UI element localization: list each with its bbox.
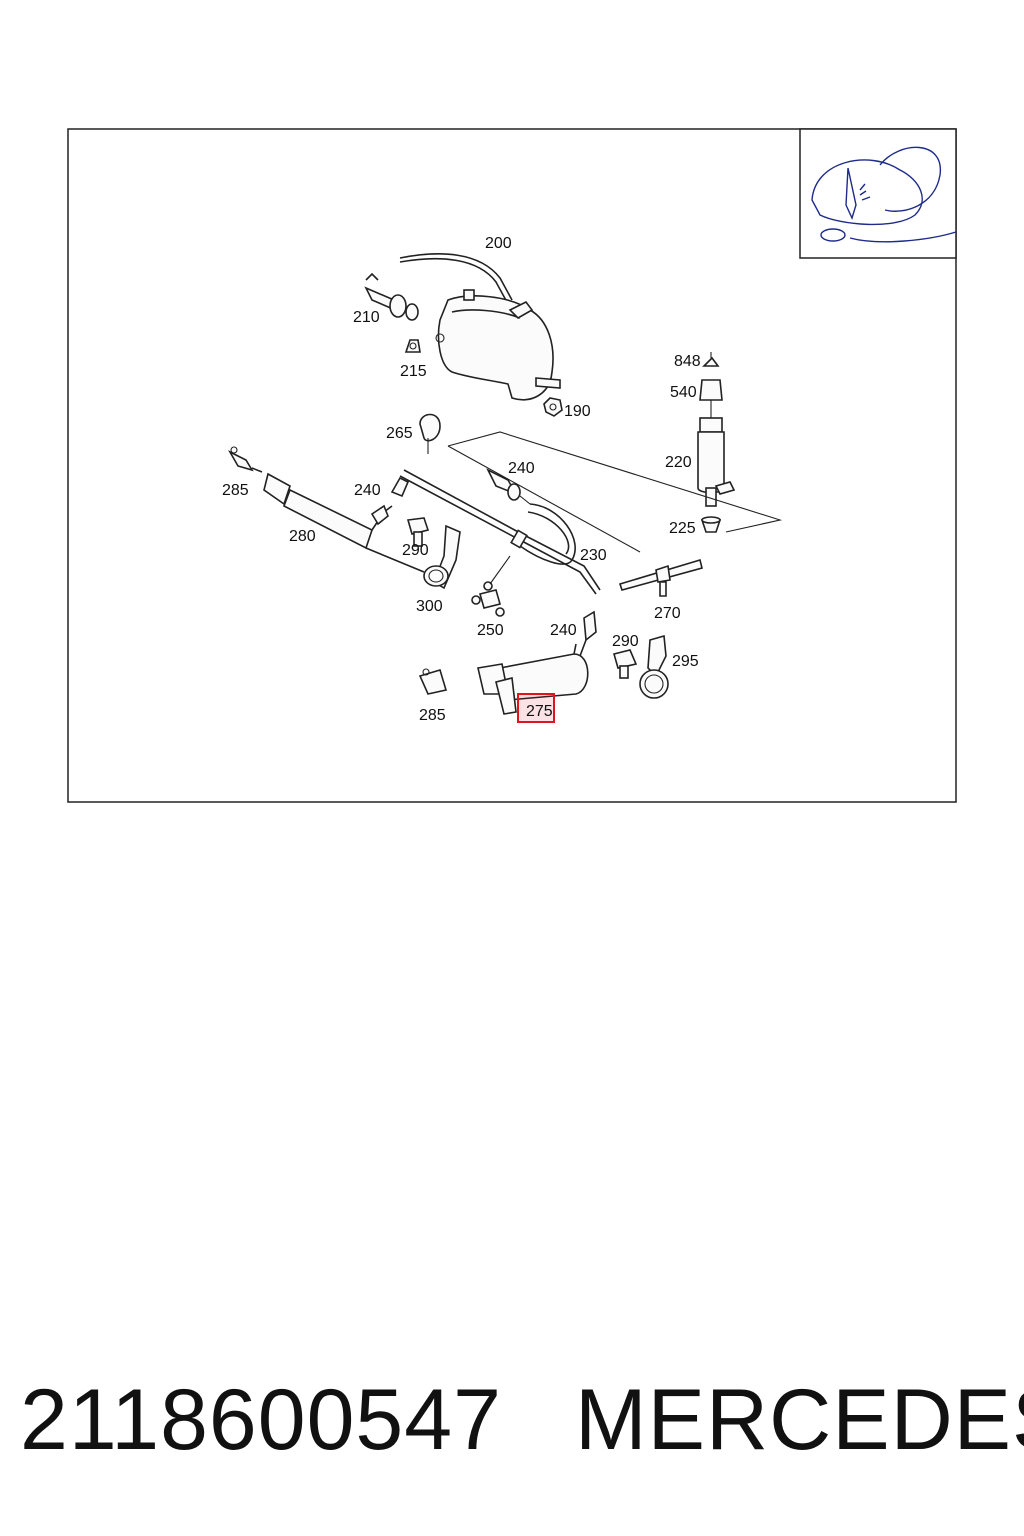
part-285-nozzle-right [418, 668, 448, 695]
part-848-cap [702, 352, 720, 367]
footer: 2118600547 MERCEDES [0, 1360, 1024, 1480]
part-250-tee [471, 555, 511, 617]
callout-285-right[interactable]: 285 [419, 707, 446, 724]
callout-200[interactable]: 200 [485, 235, 512, 252]
part-300-bracket [423, 524, 461, 590]
part-240-fitting-left [370, 476, 410, 526]
part-285-nozzle-left [227, 446, 263, 473]
part-215-grommet [404, 339, 421, 353]
callout-285-left[interactable]: 285 [222, 482, 249, 499]
callout-280[interactable]: 280 [289, 528, 316, 545]
callout-270[interactable]: 270 [654, 605, 681, 622]
part-220-pump [697, 417, 736, 507]
callout-230[interactable]: 230 [580, 547, 607, 564]
callout-848[interactable]: 848 [674, 353, 701, 370]
part-240-fitting-upper [486, 468, 531, 505]
part-225-grommet [700, 516, 722, 533]
callout-295[interactable]: 295 [672, 653, 699, 670]
leader-frame-upper [447, 431, 783, 533]
part-240-fitting-lower [579, 610, 597, 657]
callout-265[interactable]: 265 [386, 425, 413, 442]
part-540-connector [699, 379, 723, 418]
callout-250[interactable]: 250 [477, 622, 504, 639]
callout-290-right[interactable]: 290 [612, 633, 639, 650]
callout-290-left[interactable]: 290 [402, 542, 429, 559]
part-190-nut [543, 397, 563, 417]
part-290-bolt-left [406, 517, 430, 547]
callout-215[interactable]: 215 [400, 363, 427, 380]
part-270-cable-tie [618, 558, 703, 597]
part-280-cylinder [263, 472, 425, 573]
callout-210[interactable]: 210 [353, 309, 380, 326]
callout-190[interactable]: 190 [564, 403, 591, 420]
inset-vehicle-thumbnail [799, 128, 957, 259]
part-200-hose [399, 253, 513, 305]
part-265-clip [419, 413, 441, 454]
washer-reservoir [435, 289, 561, 401]
callout-240-left[interactable]: 240 [354, 482, 381, 499]
callout-300[interactable]: 300 [416, 598, 443, 615]
callout-240-lower[interactable]: 240 [550, 622, 577, 639]
callout-220[interactable]: 220 [665, 454, 692, 471]
parts-diagram: 200 210 215 190 848 540 220 225 265 240 … [67, 128, 957, 803]
diagram-frame [67, 128, 957, 803]
part-230-hose [399, 469, 601, 595]
part-number: 2118600547 [20, 1372, 502, 1468]
leader-frame-lower [447, 445, 641, 553]
part-295-bracket [639, 634, 669, 699]
callout-225[interactable]: 225 [669, 520, 696, 537]
part-275-cylinder [477, 643, 589, 715]
callout-275-highlighted[interactable]: 275 [526, 703, 553, 720]
brand-name: MERCEDES [575, 1372, 1024, 1468]
part-210-filler-neck [364, 272, 419, 321]
part-290-bolt-right [613, 649, 638, 679]
callout-540[interactable]: 540 [670, 384, 697, 401]
highlight-box-275 [517, 693, 555, 723]
callout-240-upper[interactable]: 240 [508, 460, 535, 477]
